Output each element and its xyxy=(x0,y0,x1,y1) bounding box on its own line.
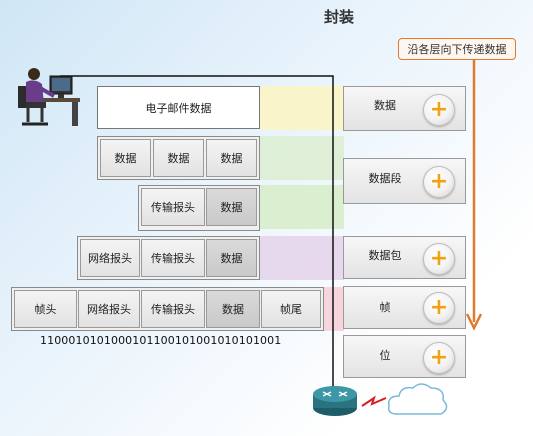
data-cell-2: 数据 xyxy=(153,139,204,177)
person-computer-icon xyxy=(18,68,80,126)
frame-transport-header: 传输报头 xyxy=(141,290,205,328)
segment-data: 数据 xyxy=(206,188,257,226)
band-packet xyxy=(260,236,344,280)
packet-transport-header-label: 传输报头 xyxy=(151,252,195,265)
frame-header: 帧头 xyxy=(14,290,77,328)
frame-network-header: 网络报头 xyxy=(78,290,140,328)
data-cell-2-label: 数据 xyxy=(167,152,190,165)
layer-segment-label: 数据段 xyxy=(368,172,402,185)
layer-data-label: 数据 xyxy=(374,99,396,112)
cloud-icon xyxy=(387,383,448,415)
layer-packet-label: 数据包 xyxy=(368,249,402,262)
layer-frame-label: 帧 xyxy=(379,301,391,314)
frame-trailer-label: 帧尾 xyxy=(280,303,302,316)
direction-label: 沿各层向下传递数据 xyxy=(398,38,516,60)
band-data-row xyxy=(260,136,344,180)
layer-segment: 数据段 + xyxy=(343,158,466,204)
link-zigzag xyxy=(361,395,387,407)
frame-data-label: 数据 xyxy=(222,303,244,316)
segment-data-label: 数据 xyxy=(220,201,243,214)
plus-icon[interactable]: + xyxy=(423,243,455,275)
packet-transport-header: 传输报头 xyxy=(141,239,205,277)
segment-transport-header: 传输报头 xyxy=(141,188,205,226)
frame-trailer: 帧尾 xyxy=(261,290,321,328)
layer-packet: 数据包 + xyxy=(343,236,466,279)
frame-network-header-label: 网络报头 xyxy=(87,303,131,316)
data-cell-1-label: 数据 xyxy=(114,152,137,165)
frame-data: 数据 xyxy=(206,290,260,328)
layer-frame: 帧 + xyxy=(343,286,466,329)
email-data-label: 电子邮件数据 xyxy=(145,101,212,115)
packet-data: 数据 xyxy=(206,239,257,277)
email-data-box: 电子邮件数据 xyxy=(97,86,260,129)
frame-transport-header-label: 传输报头 xyxy=(151,303,195,316)
packet-network-header-label: 网络报头 xyxy=(88,252,132,265)
data-cell-3-label: 数据 xyxy=(220,152,243,165)
plus-icon[interactable]: + xyxy=(423,94,455,126)
layer-data: 数据 + xyxy=(343,86,466,131)
segment-transport-header-label: 传输报头 xyxy=(151,201,195,214)
data-cell-3: 数据 xyxy=(206,139,257,177)
packet-data-label: 数据 xyxy=(220,252,243,265)
frame-header-label: 帧头 xyxy=(34,303,57,316)
bitstream-text: 1100010101000101100101001010101001 xyxy=(40,334,282,347)
layer-bit: 位 + xyxy=(343,335,466,378)
band-data xyxy=(260,86,344,130)
plus-icon[interactable]: + xyxy=(423,166,455,198)
page-title: 封装 xyxy=(323,8,354,26)
band-segment xyxy=(260,185,344,229)
plus-icon[interactable]: + xyxy=(423,292,455,324)
arrow-down-icon xyxy=(465,60,483,331)
data-cell-1: 数据 xyxy=(100,139,151,177)
plus-icon[interactable]: + xyxy=(423,342,455,374)
layer-bit-label: 位 xyxy=(379,349,391,362)
packet-network-header: 网络报头 xyxy=(80,239,140,277)
router-icon xyxy=(313,386,357,416)
